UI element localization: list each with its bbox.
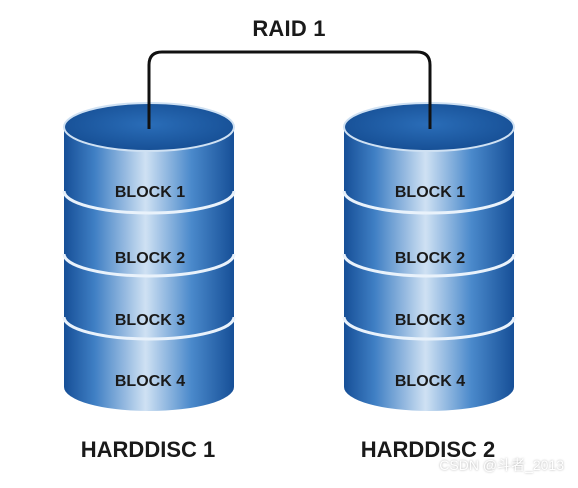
harddisc-1-divider-1 <box>62 190 236 215</box>
harddisc-1-cylinder <box>62 102 236 411</box>
harddisc-2-block-2-label: BLOCK 2 <box>395 250 465 267</box>
harddisc-2-block-3-label: BLOCK 3 <box>395 312 465 329</box>
harddisc-1-block-1-label: BLOCK 1 <box>115 184 185 201</box>
watermark-text: CSDN @斗者_2013 <box>439 457 564 473</box>
harddisc-2-block-4-label: BLOCK 4 <box>395 373 465 390</box>
mirror-connector-line <box>147 50 432 129</box>
harddisc-2-divider-2 <box>342 253 516 278</box>
harddisc-1-divider-2 <box>62 253 236 278</box>
raid-title: RAID 1 <box>252 16 326 41</box>
harddisc-1-label: HARDDISC 1 <box>80 437 216 462</box>
harddisc-2-divider-3 <box>342 316 516 341</box>
harddisc-1-block-2-label: BLOCK 2 <box>115 250 185 267</box>
harddisc-2-divider-1 <box>342 190 516 215</box>
harddisc-2-block-1-label: BLOCK 1 <box>395 184 465 201</box>
harddisc-2-label: HARDDISC 2 <box>360 437 496 462</box>
harddisc-1-block-3-label: BLOCK 3 <box>115 312 185 329</box>
harddisc-1-divider-3 <box>62 316 236 341</box>
harddisc-1-block-4-label: BLOCK 4 <box>115 373 185 390</box>
